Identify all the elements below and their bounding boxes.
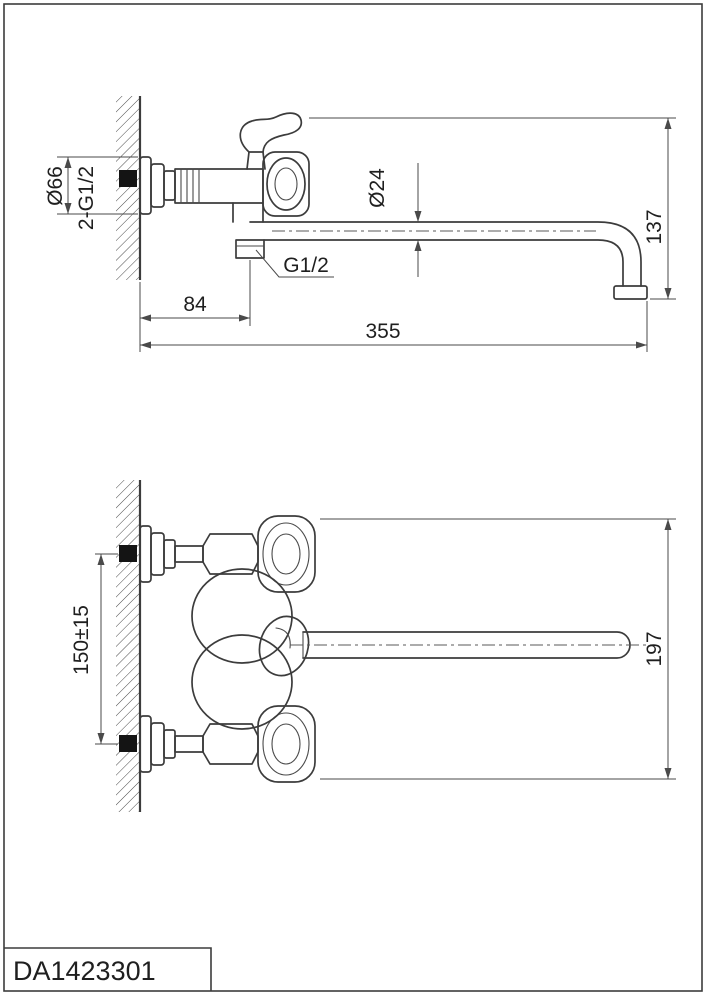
sheet-border	[3, 3, 703, 992]
valve-body	[174, 168, 264, 204]
dim-label-wall-to-outlet: 84	[183, 293, 207, 316]
faucet-side	[139, 112, 648, 300]
handle-bottom-ellipse-inner	[271, 723, 301, 765]
ext-lines-137	[309, 117, 676, 300]
escutcheon-neck-bottom	[163, 729, 176, 759]
bonnet-ellipse-outer	[266, 157, 306, 211]
spout-end-cap	[613, 285, 648, 300]
ext-lines-150	[95, 553, 118, 745]
wall-hatch	[116, 96, 140, 280]
handle-top	[257, 515, 316, 593]
dim-label-wall-inlets: 2-G1/2	[75, 166, 98, 230]
spout-inner	[263, 239, 624, 287]
outlet-connector	[235, 239, 265, 259]
handle-bottom	[257, 705, 316, 783]
inlet-stem-bottom	[174, 735, 204, 753]
escutcheon-step	[150, 163, 165, 208]
dim-label-spout-diameter: Ø24	[366, 168, 389, 208]
diverter-knob	[258, 615, 310, 677]
dim-label-escutcheon-diameter: Ø66	[44, 166, 67, 206]
wall-hatch	[116, 480, 140, 812]
dim-label-spout-thread: G1/2	[283, 254, 329, 277]
escutcheon-step-bottom	[150, 722, 165, 766]
handle-bottom-ellipse-outer	[262, 712, 310, 776]
inlet-anchor-bottom	[119, 735, 137, 752]
title-block-border	[4, 947, 212, 991]
valve-boss-bottom	[202, 723, 259, 765]
inlet-stem-top	[174, 545, 204, 563]
dim-label-body-height: 197	[643, 631, 666, 666]
valve-boss-top	[202, 533, 259, 575]
wall-section-front	[116, 480, 142, 812]
bonnet-ellipse-inner	[274, 167, 298, 201]
bonnet-housing	[262, 151, 310, 217]
dimensions-side: Ø66 2-G1/2 Ø24 137 G1/2 84 355	[44, 117, 676, 352]
dimensions-front: 150±15 197	[70, 518, 676, 780]
dim-label-height: 137	[643, 209, 666, 244]
escutcheon-flange	[139, 156, 152, 215]
handle-top-ellipse-outer	[262, 522, 310, 586]
body-ridges	[180, 168, 200, 204]
dim-label-inlet-spacing: 150±15	[70, 605, 93, 675]
escutcheon-neck-top	[163, 539, 176, 569]
dim-label-total-length: 355	[365, 320, 400, 343]
body-upper-bulge	[191, 568, 293, 664]
leader-g12	[255, 249, 334, 278]
handle-top-ellipse-inner	[271, 533, 301, 575]
title-block: DA1423301	[4, 947, 212, 991]
body-lower-bulge	[191, 634, 293, 730]
inlet-anchor	[119, 170, 137, 187]
side-view: Ø66 2-G1/2 Ø24 137 G1/2 84 355	[44, 96, 676, 352]
front-view: 150±15 197	[70, 480, 676, 812]
lever-handle	[239, 112, 303, 153]
spout-outer	[249, 221, 642, 287]
escutcheon-flange-bottom	[139, 715, 152, 773]
diverter-detail	[275, 627, 291, 649]
tee-connector	[232, 202, 264, 223]
escutcheon-neck	[163, 170, 176, 201]
escutcheon-step-top	[150, 532, 165, 576]
faucet-front	[139, 515, 652, 783]
inlet-anchor-top	[119, 545, 137, 562]
wall-section-side	[116, 96, 142, 280]
ext-lines-197	[320, 518, 676, 780]
escutcheon-flange-top	[139, 525, 152, 583]
model-code: DA1423301	[13, 956, 156, 986]
